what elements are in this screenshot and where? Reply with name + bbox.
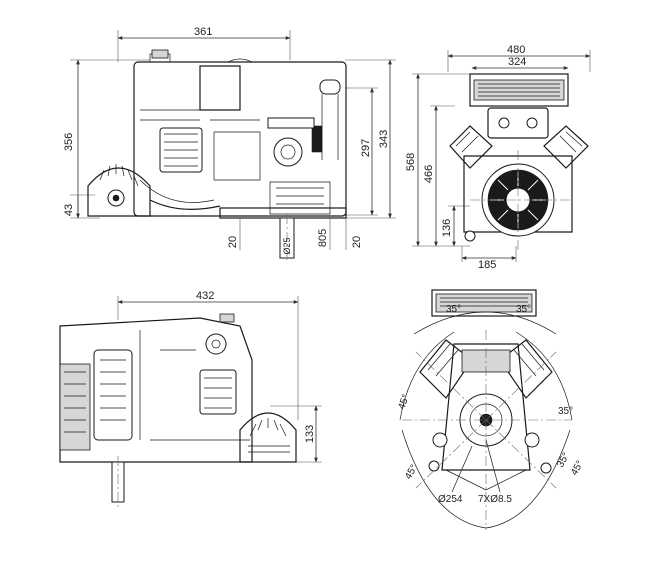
side-view-top: 361 356 43 297 343: [63, 26, 396, 262]
dim-805: 805: [317, 229, 329, 247]
angle-45-bottom-right: 45°: [569, 459, 586, 478]
dim-466: 466: [423, 165, 435, 183]
front-view-top: 480 324 568 466 136 185: [405, 44, 591, 271]
dim-343: 343: [378, 130, 390, 148]
angle-35-right: 35°: [558, 406, 573, 417]
dim-324: 324: [508, 56, 526, 68]
dim-356: 356: [63, 133, 75, 151]
dim-holes-7x85: 7XØ8.5: [478, 494, 512, 505]
dim-20-left: 20: [227, 236, 239, 248]
dim-568: 568: [405, 153, 417, 171]
dim-circle-254: Ø254: [438, 494, 463, 505]
dim-480: 480: [507, 44, 525, 56]
angle-35-top-right: 35°: [516, 304, 531, 315]
dim-shaft: Ø25: [282, 237, 292, 254]
angle-35-bottom-right: 35°: [555, 451, 572, 470]
dim-20-right: 20: [351, 236, 363, 248]
dim-43: 43: [63, 204, 75, 216]
dim-361: 361: [194, 26, 212, 38]
dim-432: 432: [196, 290, 214, 302]
angle-35-top-left: 35°: [446, 304, 461, 315]
dim-136: 136: [441, 219, 453, 237]
dim-297: 297: [360, 139, 372, 157]
dim-185: 185: [478, 259, 496, 271]
dim-133: 133: [304, 425, 316, 443]
angle-45-bottom-left: 45°: [403, 463, 420, 482]
bottom-view: 35° 35° 45° 35° 45° 35° 45° Ø254 7XØ8.5: [396, 289, 586, 530]
angle-45-left: 45°: [396, 393, 412, 411]
side-view-bottom: 432 133: [59, 290, 322, 508]
